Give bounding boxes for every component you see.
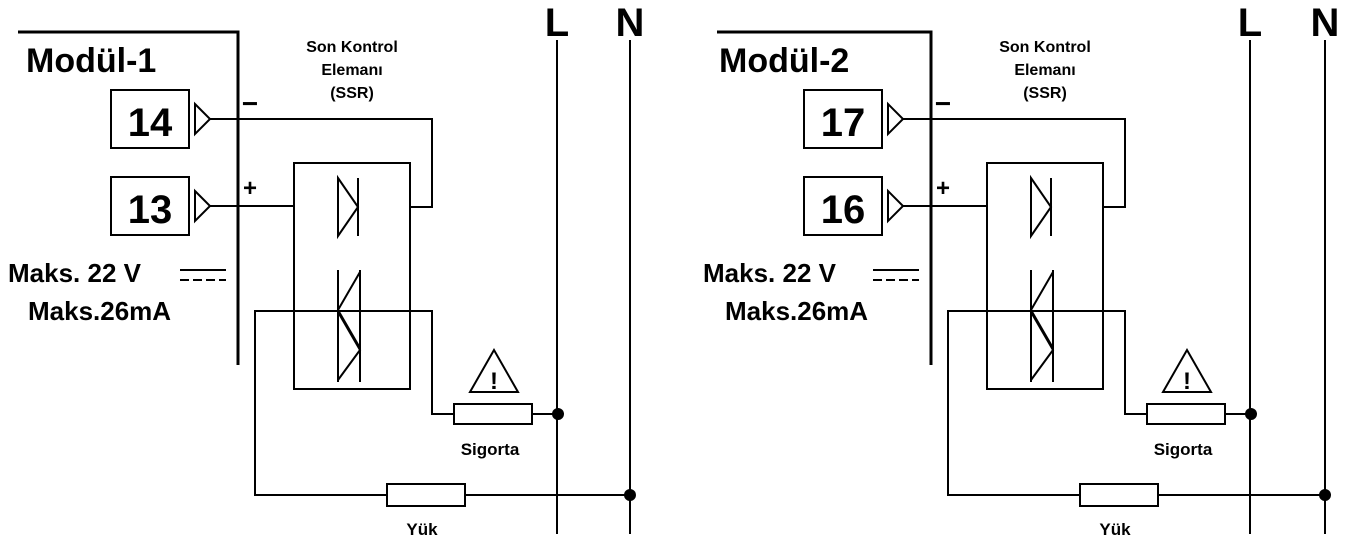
ssr-box (293, 162, 411, 390)
fuse-label: Sigorta (461, 440, 520, 459)
terminal-minus-number: 17 (821, 101, 866, 145)
max-current: Maks.26mA (28, 296, 171, 326)
ssr-triac-lower (337, 311, 362, 381)
load-label: Yük (1099, 520, 1131, 539)
ssr-caption-line2: Elemanı (321, 62, 382, 79)
warning-icon (1161, 347, 1213, 393)
load-symbol (1079, 483, 1159, 507)
wire-ssr-to-load (254, 310, 387, 496)
minus-sign: − (935, 88, 951, 119)
junction-dot-N (1319, 489, 1331, 501)
minus-sign: − (242, 88, 258, 119)
terminal-minus-box (110, 89, 190, 149)
module-housing (717, 30, 933, 365)
max-voltage: Maks. 22 V (703, 258, 837, 288)
fuse-symbol (453, 403, 533, 425)
wire-ssr-to-fuse (360, 310, 454, 415)
terminal-plus-connector (887, 188, 905, 224)
ssr-led-icon (337, 174, 360, 240)
plus-sign: + (936, 175, 950, 202)
max-voltage: Maks. 22 V (8, 258, 142, 288)
line-L-label: L (1238, 1, 1262, 45)
ssr-box (986, 162, 1104, 390)
ssr-led-icon (1030, 174, 1053, 240)
terminal-plus-number: 16 (821, 188, 866, 232)
warning-icon (468, 347, 520, 393)
junction-dot-N (624, 489, 636, 501)
junction-dot-L (552, 408, 564, 420)
max-current: Maks.26mA (725, 296, 868, 326)
terminal-minus-connector (194, 101, 212, 137)
terminal-minus-connector (887, 101, 905, 137)
fuse-symbol (1146, 403, 1226, 425)
line-N-label: N (1311, 1, 1340, 45)
module-housing (18, 30, 240, 365)
ssr-triac-lower (1030, 311, 1055, 381)
ssr-caption-line1: Son Kontrol (306, 39, 398, 56)
module-title: Modül-2 (719, 42, 849, 80)
module-title: Modül-1 (26, 42, 156, 80)
ssr-caption-line1: Son Kontrol (999, 39, 1091, 56)
warning-mark: ! (490, 368, 498, 395)
ssr-caption-line3: (SSR) (330, 85, 374, 102)
terminal-minus-number: 14 (128, 101, 173, 145)
terminal-plus-box (803, 176, 883, 236)
wire-ssr-to-load (947, 310, 1080, 496)
terminal-minus-box (803, 89, 883, 149)
line-L-label: L (545, 1, 569, 45)
load-symbol (386, 483, 466, 507)
warning-mark: ! (1183, 368, 1191, 395)
wire-ssr-to-fuse (1053, 310, 1147, 415)
load-label: Yük (406, 520, 438, 539)
fuse-label: Sigorta (1154, 440, 1213, 459)
junction-dot-L (1245, 408, 1257, 420)
ssr-caption-line3: (SSR) (1023, 85, 1067, 102)
terminal-plus-box (110, 176, 190, 236)
module-1: Modül-1 Son Kontrol Elemanı (SSR) 14 13 … (8, 1, 644, 539)
plus-sign: + (243, 175, 257, 202)
terminal-plus-number: 13 (128, 188, 173, 232)
terminal-plus-connector (194, 188, 212, 224)
module-2: Modül-2 Son Kontrol Elemanı (SSR) 17 16 … (703, 1, 1339, 539)
line-N-label: N (616, 1, 645, 45)
ssr-caption-line2: Elemanı (1014, 62, 1075, 79)
